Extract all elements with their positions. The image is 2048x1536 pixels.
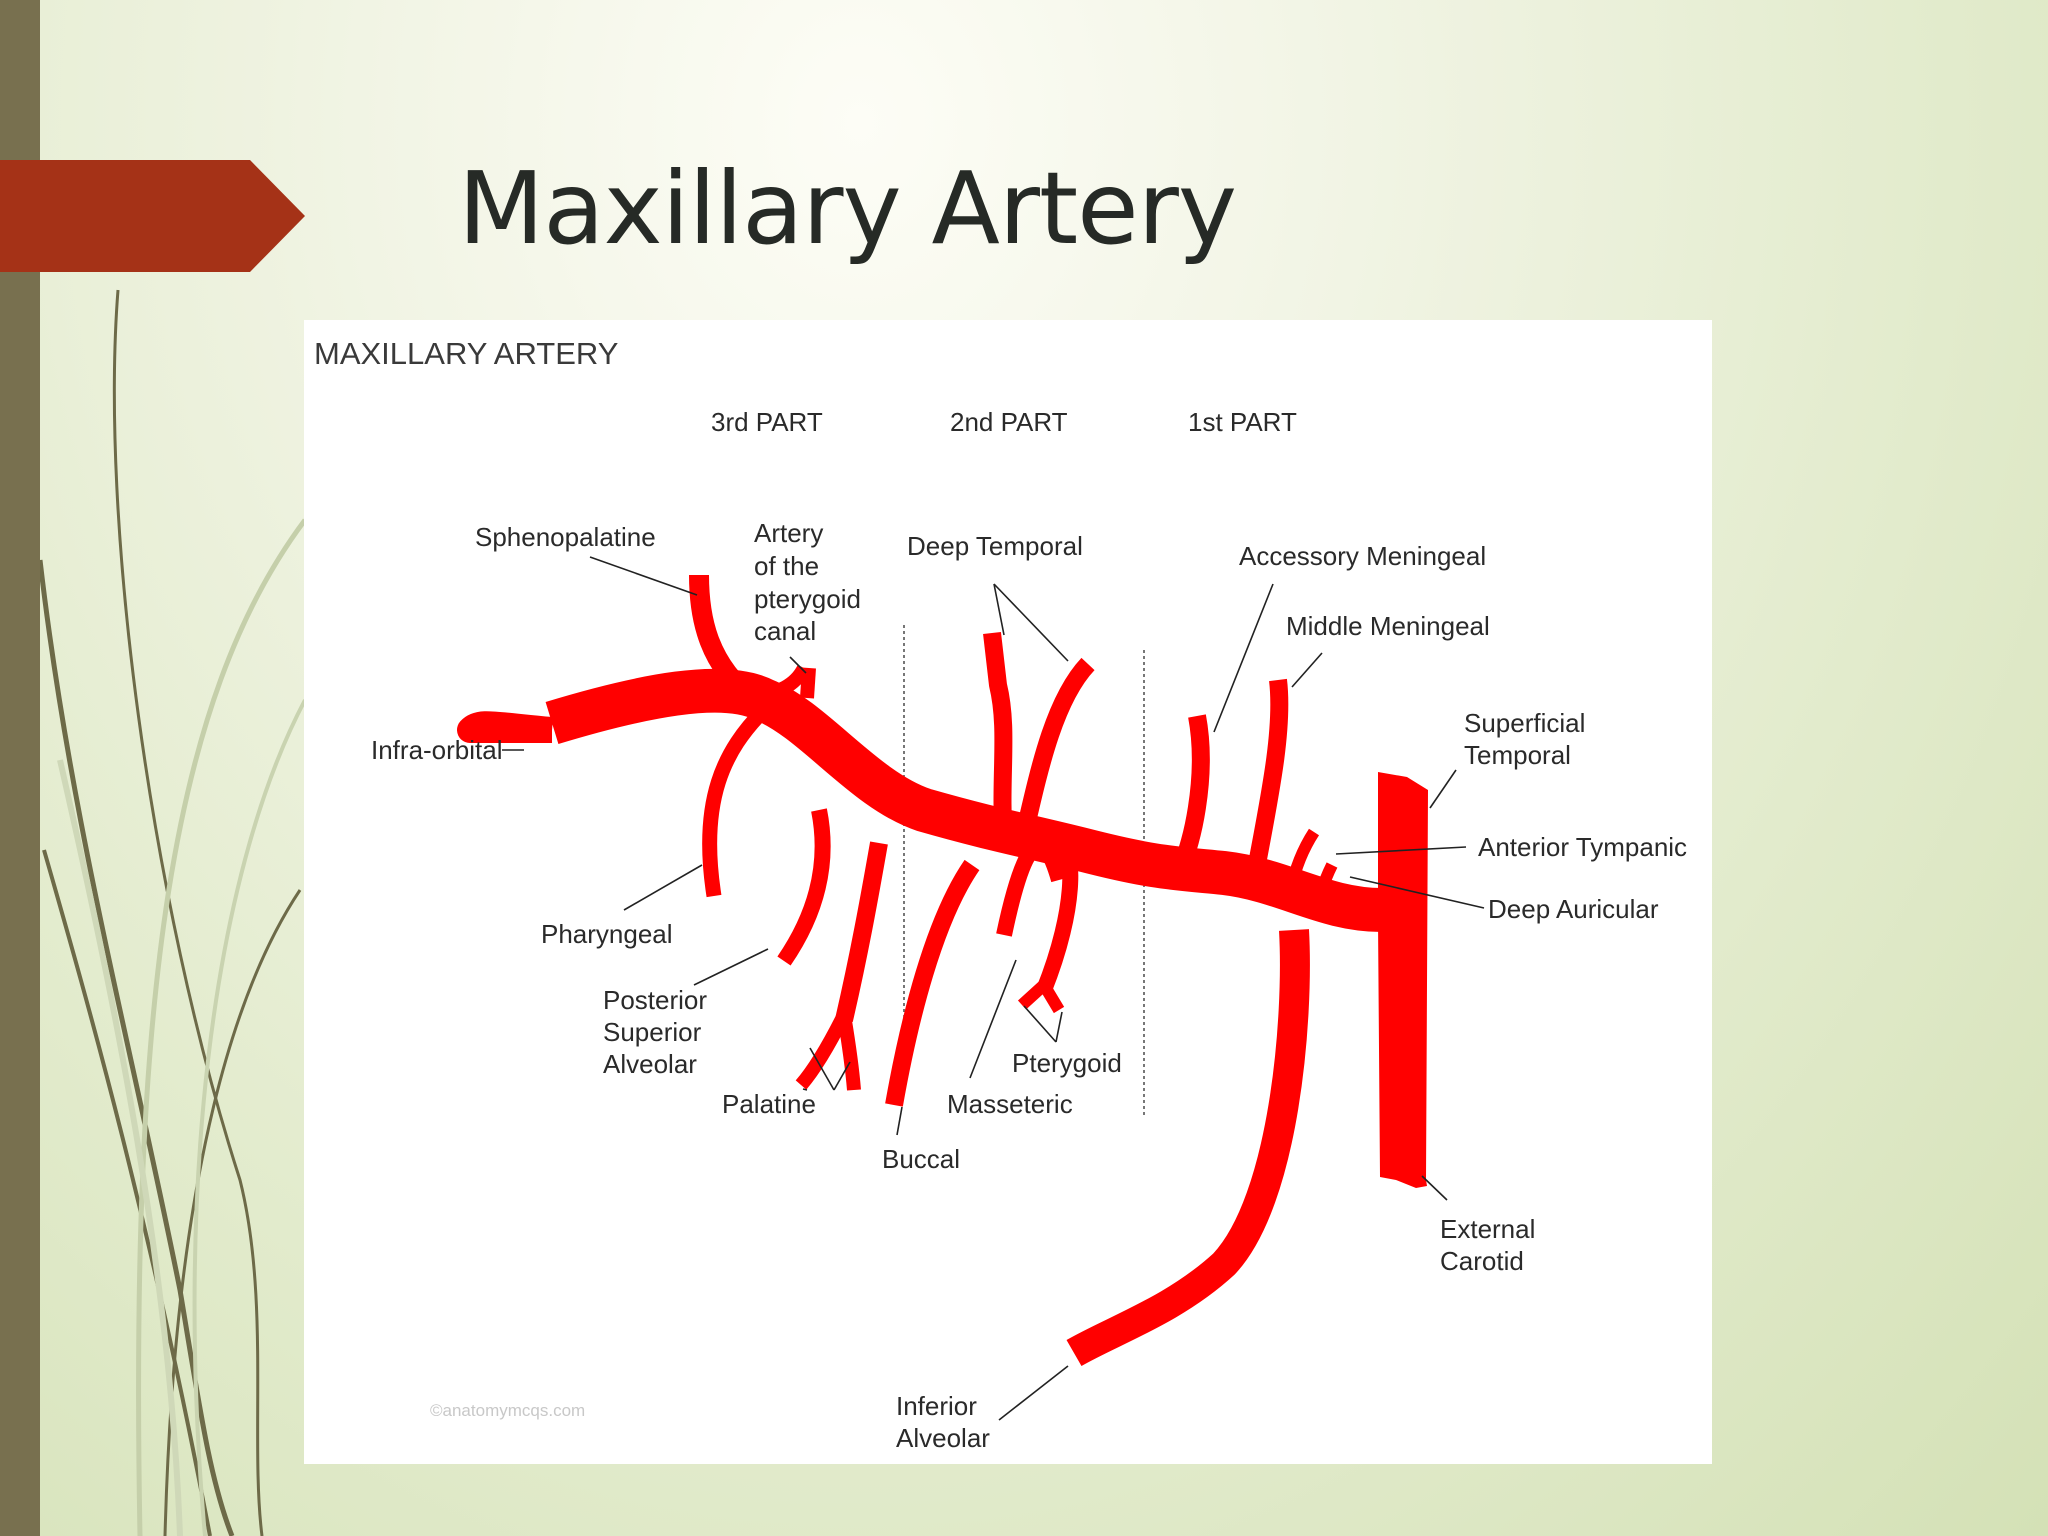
leader-line [969,959,1017,1079]
deep-temporal-artery-1 [983,631,1013,841]
infra-orbital-branch [457,711,554,743]
leader-line [1023,1005,1057,1043]
artery-of-pterygoid-canal [752,664,811,705]
part-label-1st: 1st PART [1188,407,1297,437]
external-carotid-artery [1378,772,1428,1188]
pharyngeal-artery [702,704,770,898]
label-external-carotid: External Carotid [1440,1214,1543,1276]
deep-temporal-artery-2 [1015,657,1095,838]
decorative-grass-stroke [192,699,307,1536]
label-masseteric: Masseteric [947,1089,1073,1119]
label-middle-meningeal: Middle Meningeal [1286,611,1490,641]
label-posterior-superior-alveolar: Posterior Superior Alveolar [603,985,714,1079]
slide-title: Maxillary Artery [458,150,1237,267]
leader-line [802,1088,808,1091]
artery-tree [457,574,1428,1367]
anterior-tympanic-artery [1283,828,1320,901]
palatine-artery-branch-2 [837,1013,861,1091]
label-deep-temporal: Deep Temporal [907,531,1083,561]
decorative-grass-stroke [163,889,302,1536]
decorative-grass-stroke [57,759,183,1536]
diagram-watermark: ©anatomymcqs.com [430,1401,585,1420]
decorative-grass-stroke [112,289,264,1536]
label-sphenopalatine: Sphenopalatine [475,522,656,552]
leader-line [693,948,769,986]
leader-line [1213,583,1274,733]
decorative-grass-stroke [37,559,235,1536]
part-label-3rd: 3rd PART [711,407,823,437]
decorative-grass-stroke [136,518,308,1536]
middle-meningeal-artery [1245,678,1289,882]
leader-line [589,556,698,596]
leader-line [993,583,1069,662]
diagram-title: MAXILLARY ARTERY [314,336,618,371]
pterygoid-artery [1036,822,1079,993]
label-buccal: Buccal [882,1144,960,1174]
leader-line [896,1106,903,1136]
leader-line [1291,652,1323,688]
deep-auricular-artery [1311,862,1338,914]
label-anterior-tympanic: Anterior Tympanic [1478,832,1687,862]
leader-line [623,864,703,911]
leader-line [1349,876,1485,909]
leader-line [1429,769,1457,809]
sphenopalatine-artery [689,574,761,708]
leader-line [1055,1011,1063,1043]
label-artery-of-pterygoid-canal: Artery of the pterygoid canal [754,518,868,646]
leader-line [993,583,1005,636]
buccal-artery [885,859,980,1107]
title-arrow-marker [0,160,305,272]
maxillary-artery-diagram: MAXILLARY ARTERY 3rd PART 2nd PART 1st P… [304,320,1712,1464]
posterior-superior-alveolar-artery [777,808,831,966]
label-inferior-alveolar: Inferior Alveolar [896,1391,990,1453]
pterygoid-artery-fork [1017,980,1065,1014]
inferior-alveolar-artery [1066,929,1310,1367]
label-accessory-meningeal: Accessory Meningeal [1239,541,1486,571]
label-deep-auricular: Deep Auricular [1488,894,1659,924]
leader-line [833,1061,851,1091]
leader-line [789,656,807,674]
leader-line [1421,1175,1448,1201]
leader-line [809,1047,835,1091]
masseteric-artery [996,838,1067,937]
label-pharyngeal: Pharyngeal [541,919,673,949]
leader-lines [502,556,1485,1421]
label-palatine: Palatine [722,1089,816,1119]
palatine-artery-trunk [835,841,888,1023]
leader-line [1335,846,1467,855]
artery-of-pterygoid-canal-tip [800,667,816,699]
part-label-2nd: 2nd PART [950,407,1068,437]
label-pterygoid: Pterygoid [1012,1048,1122,1078]
decorative-grass-stroke [42,849,212,1536]
leader-line [998,1365,1069,1421]
accessory-meningeal-artery [1175,714,1210,863]
label-superficial-temporal: Superficial Temporal [1464,708,1593,770]
label-infra-orbital: Infra-orbital [371,735,503,765]
